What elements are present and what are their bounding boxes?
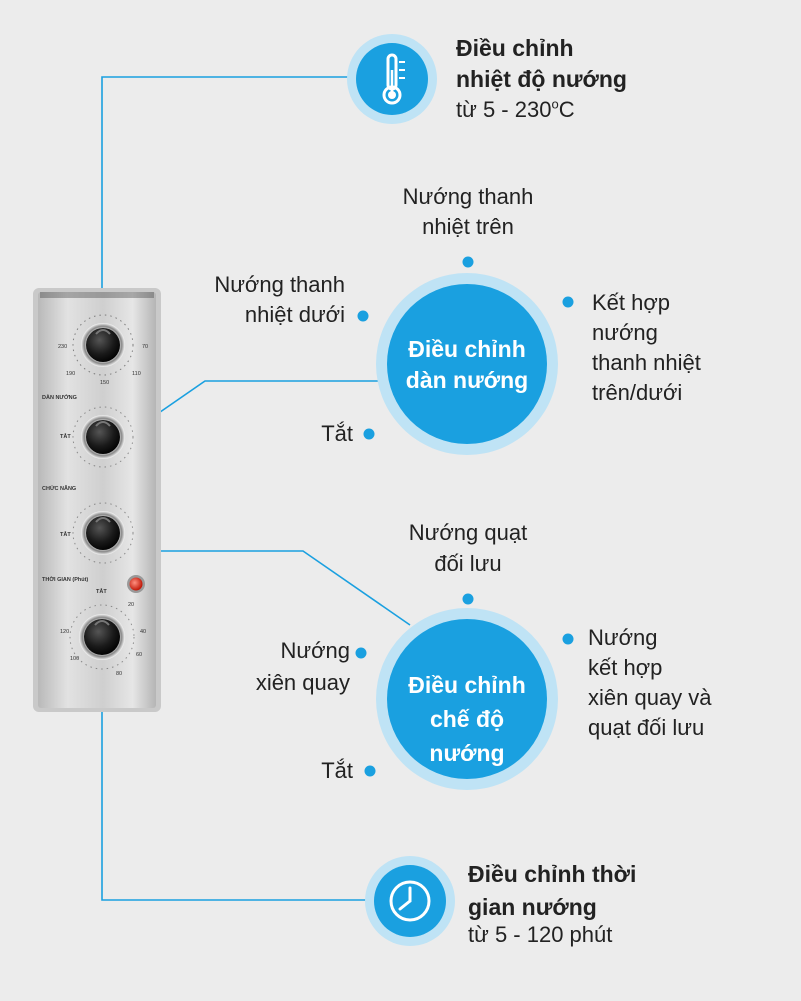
timer-tick-40: 40 [140, 629, 146, 635]
temperature-unit: C [558, 97, 575, 122]
rack-option-bottom-heater: Nướng thanh nhiệt dưới [140, 270, 345, 330]
rack-label-line1: Điều chỉnh [408, 336, 526, 362]
timer-tick-120: 120 [60, 629, 69, 635]
degree-mark: o [551, 96, 559, 112]
timer-tick-80: 80 [116, 671, 122, 677]
rack-option-top-heater: Nướng thanh nhiệt trên [365, 182, 571, 242]
temp-tick-110: 110 [132, 371, 141, 377]
rack-circle-label: Điều chỉnh dàn nướng [387, 334, 547, 396]
mode-option-combo-line4: quạt đối lưu [588, 715, 705, 740]
rack-top-dot [462, 256, 474, 268]
mode-option-off: Tắt [321, 758, 353, 783]
timer-tick-20: 20 [128, 602, 134, 608]
rack-option-combined: Kết hợp nướng thanh nhiệt trên/dưới [592, 288, 701, 408]
mode-connector [125, 550, 411, 626]
rack-bottom-dot [357, 310, 369, 322]
rack-option-combined-line3: thanh nhiệt [592, 350, 701, 375]
rack-option-top-line2: nhiệt trên [422, 214, 514, 239]
option-dots [355, 256, 574, 777]
mode-label-line3: nướng [429, 740, 505, 766]
mode-combo-dot [562, 633, 574, 645]
rack-option-bottom-line2: nhiệt dưới [244, 302, 345, 327]
temperature-title-line2: nhiệt độ nướng [456, 66, 627, 92]
temperature-range: từ 5 - 230oC [456, 95, 575, 126]
timer-tick-100: 100 [70, 656, 79, 662]
rack-option-combined-line4: trên/dưới [592, 380, 683, 405]
panel-function-off-mark: TẮT [60, 530, 71, 538]
rack-option-top-line1: Nướng thanh [402, 184, 534, 209]
rack-label-line2: dàn nướng [405, 367, 529, 394]
temp-tick-190: 190 [66, 371, 75, 377]
rack-option-bottom-line1: Nướng thanh [214, 272, 345, 297]
thermometer-icon [347, 34, 437, 124]
mode-option-combo-line3: xiên quay và [588, 685, 712, 710]
mode-control-circle [376, 608, 558, 790]
mode-option-combo: Nướng kết hợp xiên quay và quạt đối lưu [588, 623, 712, 743]
mode-option-rotisserie-line1: Nướng [280, 638, 350, 663]
temperature-knob[interactable] [72, 314, 134, 376]
panel-rack-off-mark: TẮT [60, 432, 71, 440]
rack-off-dot [363, 428, 375, 440]
rack-knob[interactable] [72, 406, 134, 468]
rack-option-combined-line1: Kết hợp [592, 290, 671, 315]
rack-option-combined-line2: nướng [592, 320, 658, 345]
mode-option-fan: Nướng quạt đối lưu [365, 517, 571, 579]
mode-fan-dot [462, 593, 474, 605]
oven-control-panel: DÀN NƯỚNG CHỨC NĂNG THỜI GIAN (Phút) TẮT… [33, 288, 161, 712]
function-knob[interactable] [72, 502, 134, 564]
timer-title: Điều chỉnh thời gian nướng [468, 858, 636, 924]
mode-off-dot [364, 765, 376, 777]
temperature-title-line1: Điều chỉnh [456, 35, 574, 61]
mode-label-line1: Điều chỉnh [408, 672, 526, 698]
temperature-range-value: từ 5 - 230 [456, 97, 552, 122]
panel-function-label: CHỨC NĂNG [42, 485, 76, 492]
power-indicator-light [127, 575, 145, 593]
mode-option-rotisserie-line2: xiên quay [255, 670, 350, 695]
timer-tick-60: 60 [136, 652, 142, 658]
temperature-title: Điều chỉnh nhiệt độ nướng [456, 33, 627, 95]
panel-timer-label: THỜI GIAN (Phút) [42, 575, 88, 583]
clock-icon [365, 856, 455, 946]
mode-option-combo-line2: kết hợp [588, 655, 663, 680]
mode-circle-label: Điều chỉnh chế độ nướng [387, 668, 547, 770]
timer-title-line2: gian nướng [468, 894, 597, 920]
timer-title-line1: Điều chỉnh thời [468, 861, 637, 887]
temp-tick-70: 70 [142, 344, 148, 350]
rack-option-off: Tắt [321, 421, 353, 446]
mode-label-line2: chế độ [429, 706, 505, 732]
panel-timer-off-mark: TẮT [96, 587, 107, 595]
rack-control-circle [376, 273, 558, 455]
timer-knob[interactable] [69, 604, 135, 670]
mode-option-combo-line1: Nướng [588, 625, 658, 650]
temperature-connector [101, 76, 348, 345]
mode-rotisserie-dot [355, 647, 367, 659]
temp-tick-230: 230 [58, 344, 67, 350]
temp-tick-150: 150 [100, 380, 109, 386]
mode-option-fan-line1: Nướng quạt [408, 520, 528, 545]
mode-option-rotisserie: Nướng xiên quay [200, 635, 350, 699]
mode-option-fan-line2: đối lưu [434, 551, 502, 576]
rack-combined-dot [562, 296, 574, 308]
timer-range: từ 5 - 120 phút [468, 922, 613, 947]
panel-rack-label: DÀN NƯỚNG [42, 393, 77, 401]
timer-connector [101, 665, 375, 901]
